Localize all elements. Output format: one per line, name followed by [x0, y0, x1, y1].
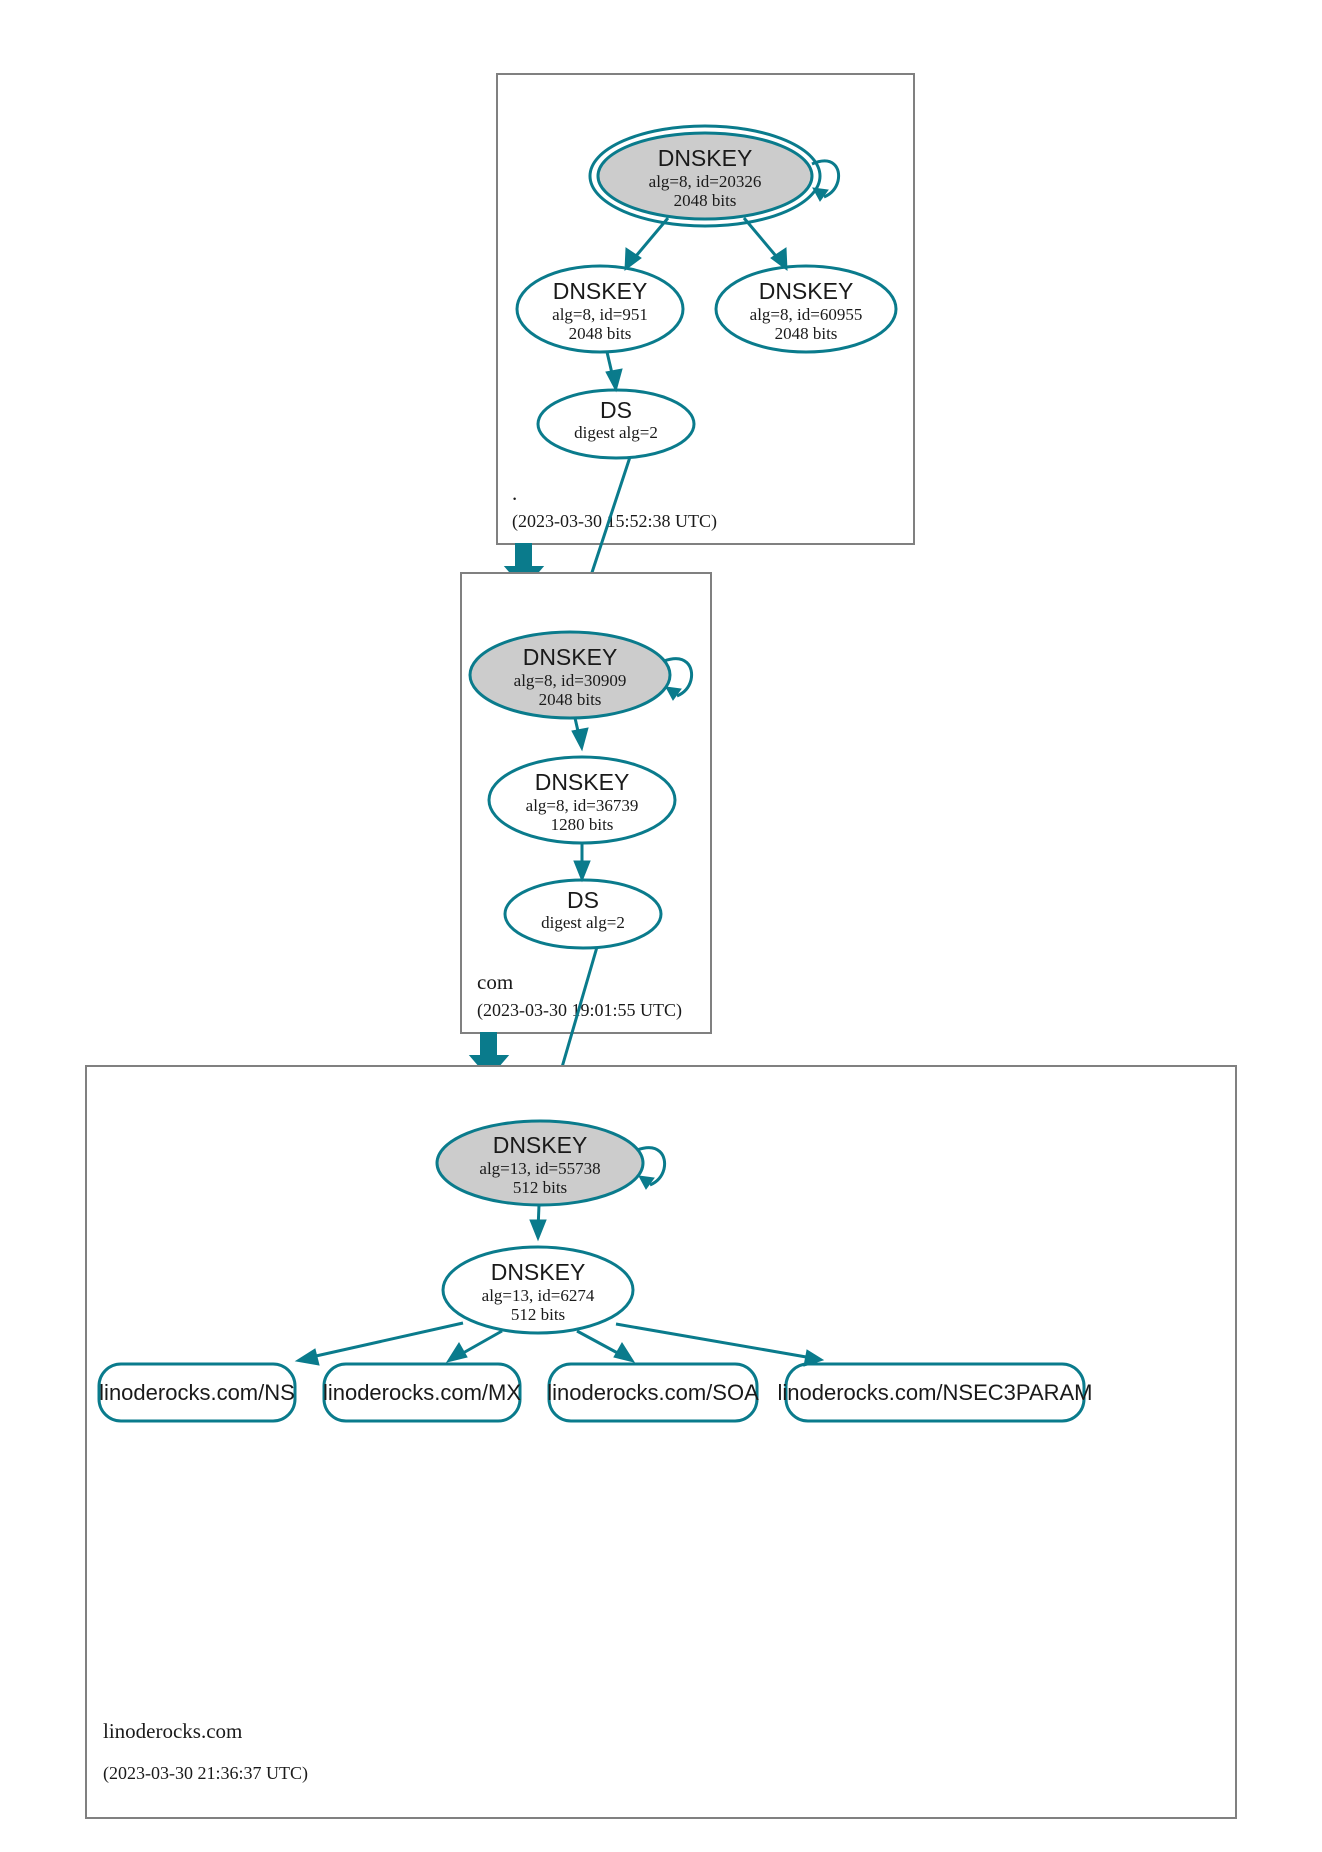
edge-zsk-to-rrset-ns	[294, 1321, 464, 1366]
zone-linoderocks: DNSKEY alg=13, id=55738 512 bits DNSKEY …	[85, 1065, 1237, 1819]
zone-root: DNSKEY alg=8, id=20326 2048 bits DNSKEY …	[496, 73, 915, 545]
com-zsk-alg-id: alg=8, id=36739	[526, 796, 639, 815]
edge-com-ksk-to-zsk	[571, 717, 589, 752]
root-zsk-60955-bits: 2048 bits	[775, 324, 838, 343]
com-ds-title: DS	[567, 887, 599, 913]
linoderocks-zsk-bits: 512 bits	[511, 1305, 565, 1324]
com-ksk-bits: 2048 bits	[539, 690, 602, 709]
edge-com-ksk-self-sign	[663, 657, 694, 701]
edge-linoderocks-ksk-self-sign	[636, 1146, 667, 1190]
edge-zsk-to-rrset-soa	[576, 1329, 636, 1363]
com-ksk-alg-id: alg=8, id=30909	[514, 671, 627, 690]
zone-com-label: com	[477, 970, 513, 994]
root-zsk-60955-ellipse	[714, 264, 898, 354]
rrset-ns-label: linoderocks.com/NS	[99, 1380, 295, 1405]
node-linoderocks-zsk[interactable]: DNSKEY alg=13, id=6274 512 bits	[441, 1245, 635, 1335]
root-ksk-bits: 2048 bits	[674, 191, 737, 210]
edge-root-zsk-951-to-ds	[605, 351, 623, 393]
root-ds-title: DS	[600, 397, 632, 423]
zone-root-label: .	[512, 481, 517, 505]
zone-linoderocks-timestamp: (2023-03-30 21:36:37 UTC)	[103, 1763, 308, 1784]
root-zsk-951-alg-id: alg=8, id=951	[552, 305, 648, 324]
linoderocks-zsk-ellipse	[441, 1245, 635, 1335]
com-zsk-bits: 1280 bits	[551, 815, 614, 834]
rrset-soa[interactable]: linoderocks.com/SOA	[547, 1362, 759, 1423]
root-zsk-60955-title: DNSKEY	[759, 278, 854, 304]
root-zsk-60955-alg-id: alg=8, id=60955	[750, 305, 863, 324]
zone-linoderocks-border	[85, 1065, 1237, 1819]
root-zsk-951-ellipse	[515, 264, 685, 354]
zone-com: DNSKEY alg=8, id=30909 2048 bits DNSKEY …	[460, 572, 712, 1034]
edge-linoderocks-ksk-to-zsk	[529, 1204, 547, 1242]
node-com-zsk[interactable]: DNSKEY alg=8, id=36739 1280 bits	[487, 755, 677, 845]
linoderocks-ksk-title: DNSKEY	[493, 1132, 588, 1158]
rrset-mx-label: linoderocks.com/MX	[323, 1380, 521, 1405]
rrset-soa-box	[547, 1362, 759, 1423]
node-linoderocks-ksk[interactable]: DNSKEY alg=13, id=55738 512 bits	[435, 1119, 645, 1207]
rrset-ns[interactable]: linoderocks.com/NS	[97, 1362, 297, 1423]
rrset-mx[interactable]: linoderocks.com/MX	[322, 1362, 522, 1423]
rrset-ns-box	[97, 1362, 297, 1423]
root-ksk-title: DNSKEY	[658, 145, 753, 171]
root-ksk-trust-anchor-ring	[588, 124, 822, 228]
root-ksk-alg-id: alg=8, id=20326	[649, 172, 762, 191]
node-com-ksk[interactable]: DNSKEY alg=8, id=30909 2048 bits	[468, 630, 672, 720]
root-ds-digest-alg: digest alg=2	[574, 423, 658, 442]
node-root-zsk-951[interactable]: DNSKEY alg=8, id=951 2048 bits	[515, 264, 685, 354]
edge-root-ksk-self-sign	[811, 159, 841, 202]
linoderocks-ksk-bits: 512 bits	[513, 1178, 567, 1197]
com-ds-digest-alg: digest alg=2	[541, 913, 625, 932]
rrset-soa-label: linoderocks.com/SOA	[547, 1380, 759, 1405]
rrset-nsec3param-label: linoderocks.com/NSEC3PARAM	[777, 1380, 1092, 1405]
root-ksk-ellipse	[596, 131, 814, 221]
node-root-ds-com[interactable]: DS digest alg=2	[536, 388, 696, 460]
edge-root-ksk-to-zsk-60955	[742, 217, 788, 272]
zone-root-timestamp: (2023-03-30 15:52:38 UTC)	[512, 511, 717, 532]
root-zsk-951-title: DNSKEY	[553, 278, 648, 304]
com-ksk-title: DNSKEY	[523, 644, 618, 670]
com-ds-ellipse	[503, 878, 663, 950]
zone-linoderocks-label: linoderocks.com	[103, 1719, 242, 1743]
com-ksk-ellipse	[468, 630, 672, 720]
rrset-nsec3param-box	[784, 1362, 1086, 1423]
linoderocks-zsk-title: DNSKEY	[491, 1259, 586, 1285]
node-root-ksk[interactable]: DNSKEY alg=8, id=20326 2048 bits	[588, 124, 822, 228]
linoderocks-ksk-ellipse	[435, 1119, 645, 1207]
edge-root-ksk-to-zsk-951	[624, 217, 670, 272]
root-zsk-951-bits: 2048 bits	[569, 324, 632, 343]
rrset-nsec3param[interactable]: linoderocks.com/NSEC3PARAM	[777, 1362, 1093, 1423]
linoderocks-zsk-alg-id: alg=13, id=6274	[482, 1286, 595, 1305]
node-root-zsk-60955[interactable]: DNSKEY alg=8, id=60955 2048 bits	[714, 264, 898, 354]
edge-zsk-to-rrset-nsec3param	[615, 1322, 825, 1367]
node-com-ds[interactable]: DS digest alg=2	[503, 878, 663, 950]
edge-com-zsk-to-ds	[573, 843, 591, 883]
linoderocks-ksk-alg-id: alg=13, id=55738	[479, 1159, 600, 1178]
rrset-mx-box	[322, 1362, 522, 1423]
edge-zsk-to-rrset-mx	[445, 1329, 503, 1363]
com-zsk-title: DNSKEY	[535, 769, 630, 795]
